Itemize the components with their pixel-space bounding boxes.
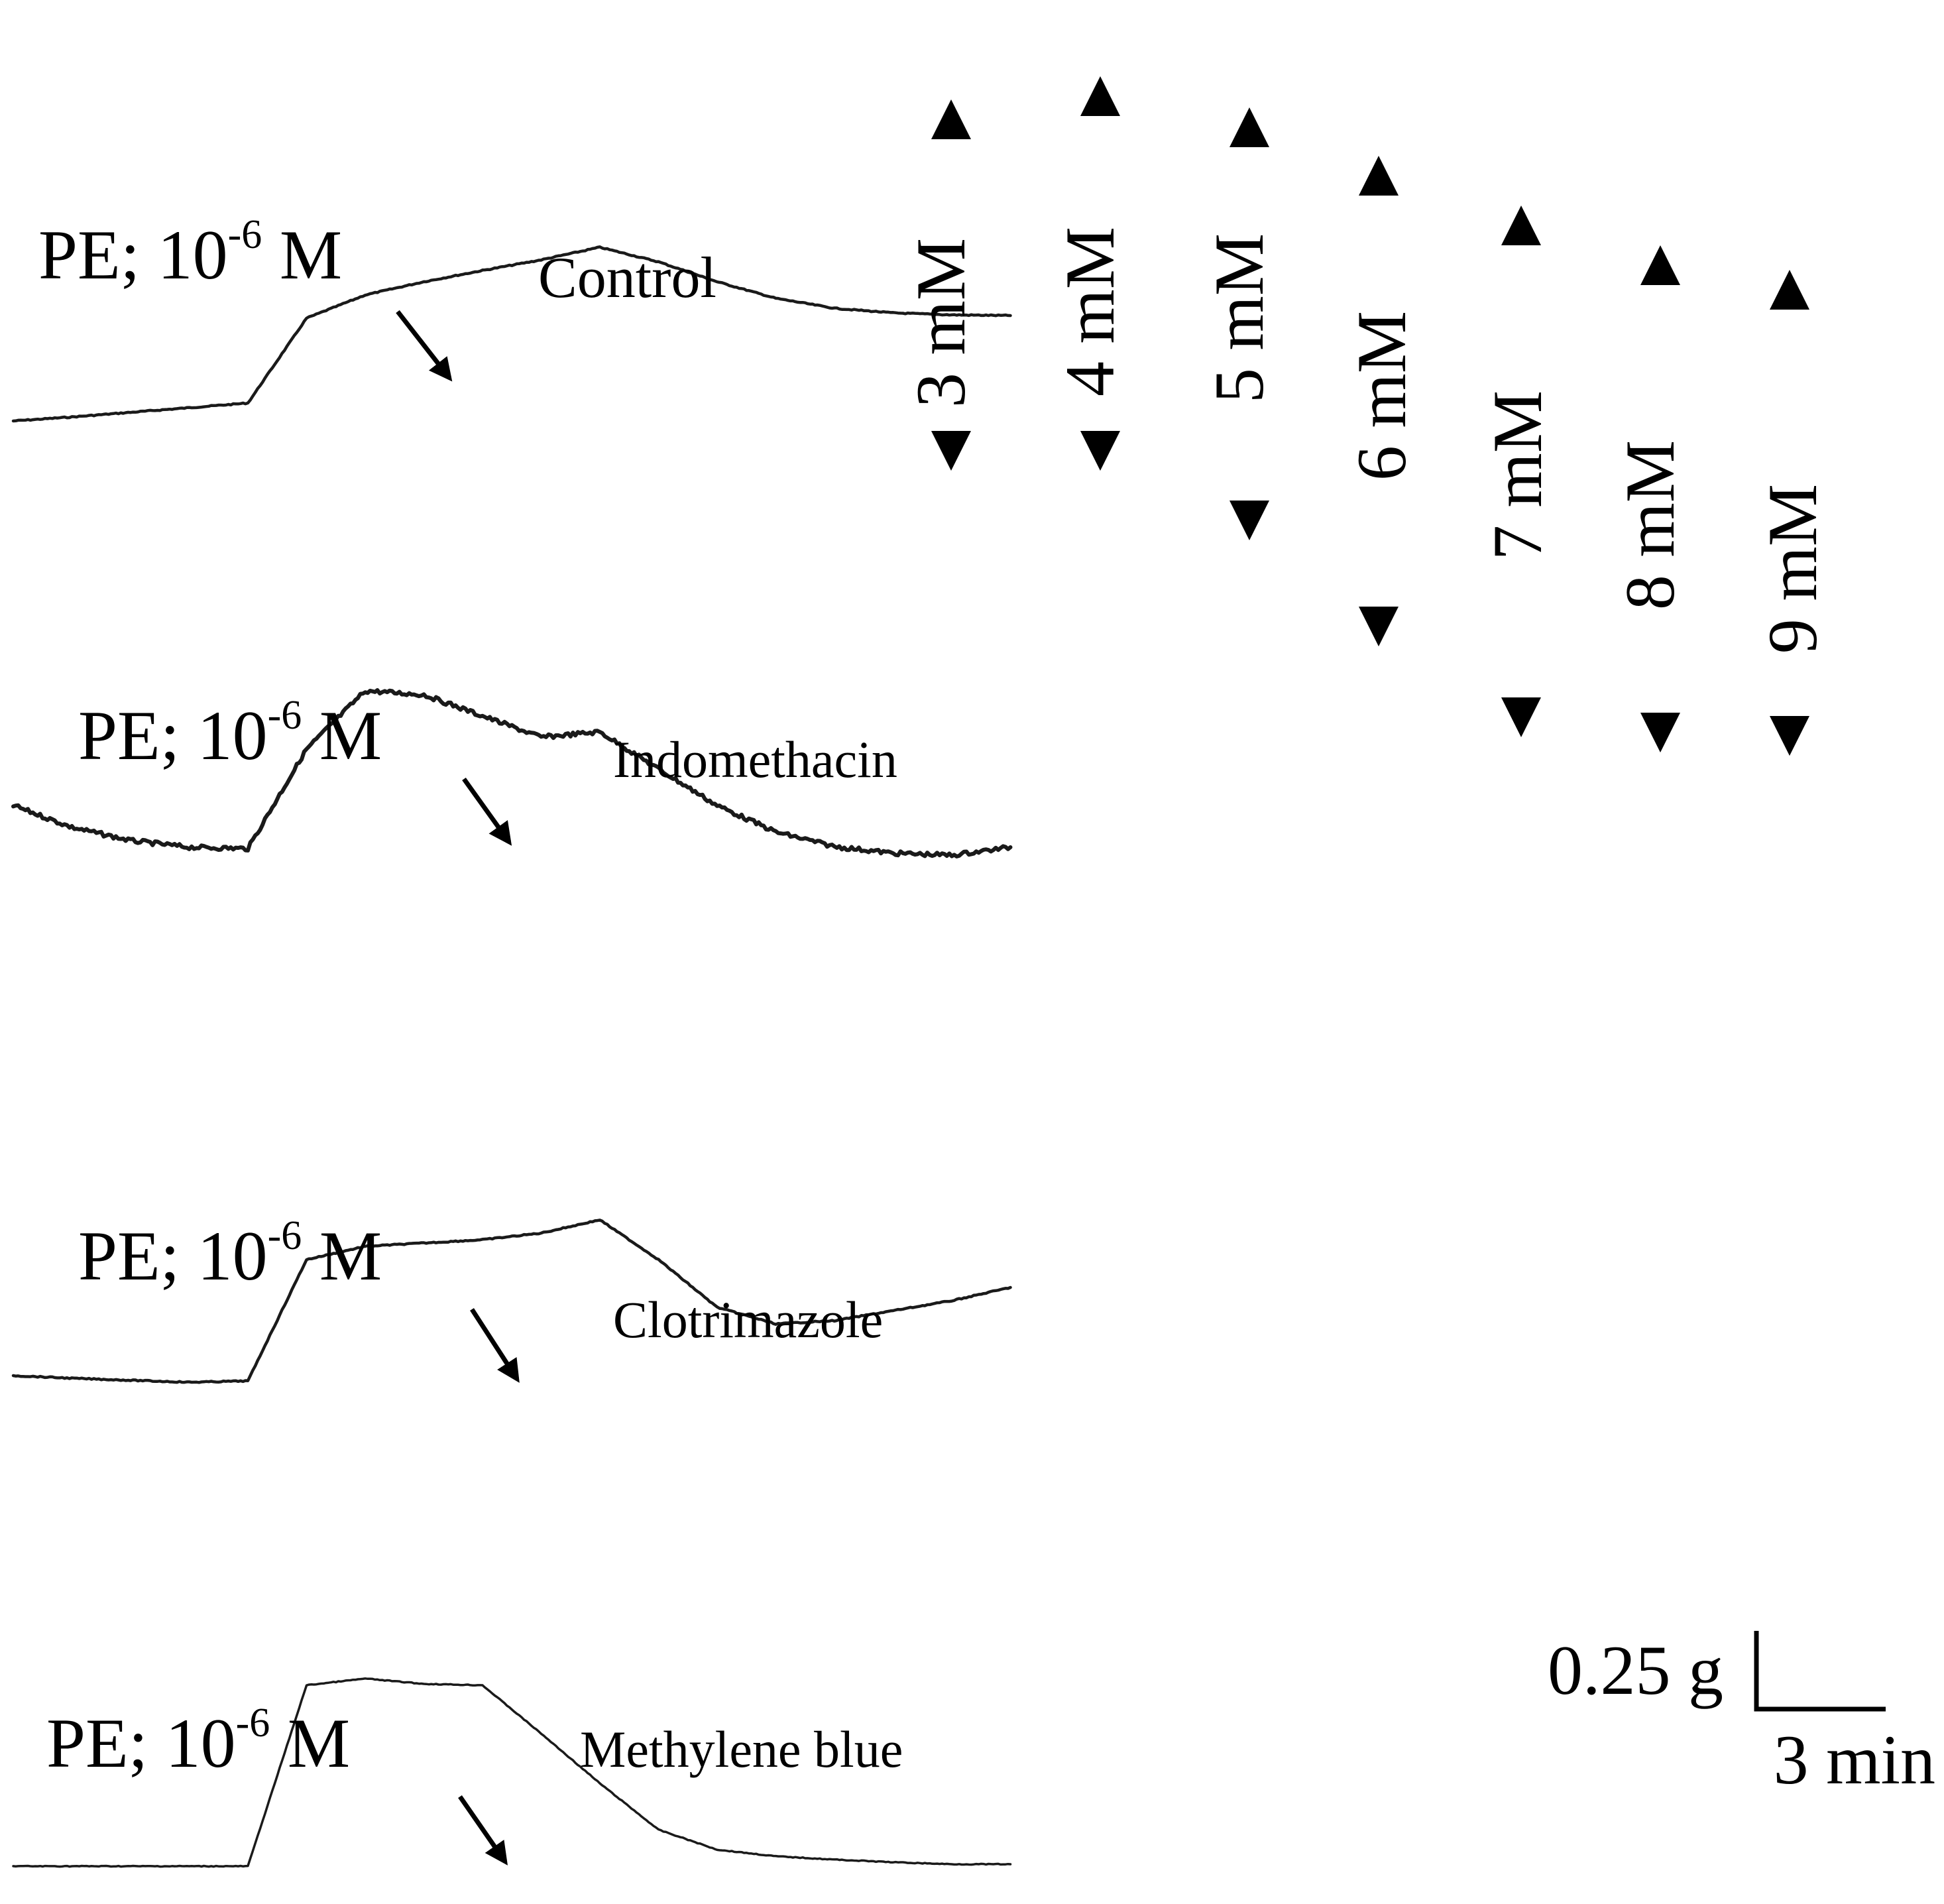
scale-bar-x-label: 3 min (1774, 1721, 1935, 1799)
concentration-label: 6 mM (1343, 311, 1420, 481)
triangle-up-marker (1359, 156, 1399, 196)
concentration-label: 4 mM (1051, 227, 1129, 396)
label-group-methylene-blue: PE; 10-6 M Methylene blue (46, 1700, 903, 1866)
series-label-clotrimazole: Clotrimazole (613, 1291, 883, 1348)
stimulus-label: PE; 10-6 M (38, 212, 342, 294)
concentration-label: 9 mM (1754, 484, 1831, 654)
triangle-down-marker (1080, 431, 1120, 471)
trace-control (11, 245, 1012, 423)
concentration-label: 7 mM (1479, 390, 1556, 560)
triangle-up-marker (1770, 270, 1809, 310)
label-group-control: PE; 10-6 M Control (38, 212, 716, 382)
triangle-down-marker (1229, 501, 1269, 540)
concentration-6-mm: 6 mM (1343, 156, 1420, 646)
triangle-up-marker (1080, 76, 1120, 116)
stimulus-label: PE; 10-6 M (46, 1700, 350, 1782)
stimulus-arrow (396, 310, 453, 382)
concentration-label: 8 mM (1611, 440, 1689, 610)
stimulus-arrow (470, 1308, 520, 1383)
triangle-down-marker (1359, 607, 1399, 646)
series-label-indomethacin: Indomethacin (613, 731, 897, 788)
trace-methylene-blue (12, 1677, 1012, 1868)
concentration-9-mm: 9 mM (1754, 270, 1831, 756)
triangle-up-marker (931, 99, 971, 139)
trace-clotrimazole (11, 1219, 1012, 1384)
scale-bar-y-label: 0.25 g (1548, 1632, 1723, 1709)
triangle-up-marker (1229, 107, 1269, 147)
triangle-up-marker (1640, 245, 1680, 285)
series-label-methylene-blue: Methylene blue (580, 1720, 903, 1778)
traces-layer (11, 245, 1013, 1868)
concentration-markers: 3 mM 4 mM 5 mM 6 mM 7 mM 8 mM 9 mM (902, 76, 1831, 756)
stimulus-label: PE; 10-6 M (78, 693, 382, 774)
series-label-control: Control (538, 246, 716, 310)
triangle-up-marker (1501, 206, 1541, 245)
concentration-8-mm: 8 mM (1611, 245, 1689, 752)
stimulus-arrow (462, 777, 512, 846)
triangle-down-marker (1770, 716, 1809, 756)
concentration-label: 5 mM (1200, 233, 1278, 403)
label-group-indomethacin: PE; 10-6 M Indomethacin (78, 693, 897, 846)
triangle-down-marker (1640, 713, 1680, 752)
concentration-7-mm: 7 mM (1479, 206, 1556, 737)
scale-bar-lines (1754, 1631, 1886, 1712)
scale-bar: 0.25 g 3 min (1548, 1631, 1935, 1799)
concentration-5-mm: 5 mM (1200, 107, 1278, 540)
concentration-3-mm: 3 mM (902, 99, 980, 471)
triangle-down-marker (1501, 697, 1541, 737)
triangle-down-marker (931, 431, 971, 471)
stimulus-label: PE; 10-6 M (78, 1213, 382, 1295)
concentration-label: 3 mM (902, 238, 980, 408)
concentration-4-mm: 4 mM (1051, 76, 1129, 471)
trace-indomethacin (11, 688, 1013, 859)
label-group-clotrimazole: PE; 10-6 M Clotrimazole (78, 1213, 883, 1383)
stimulus-arrow (458, 1795, 508, 1866)
